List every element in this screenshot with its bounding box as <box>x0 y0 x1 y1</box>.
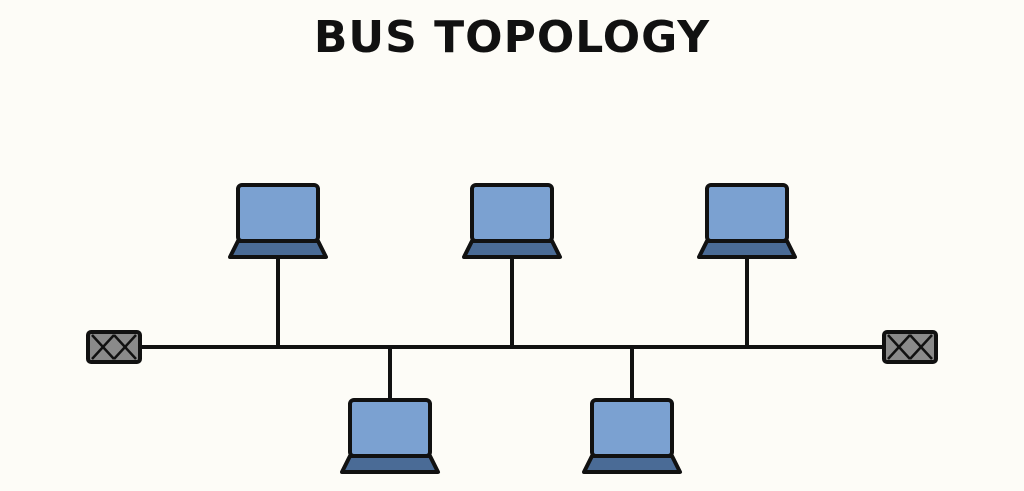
laptop-icon <box>582 398 682 474</box>
terminator-right <box>882 330 938 364</box>
laptop-icon <box>340 398 440 474</box>
terminator-left <box>86 330 142 364</box>
laptop-icon <box>462 183 562 259</box>
laptop-icon <box>228 183 328 259</box>
laptop-icon <box>697 183 797 259</box>
page-title: BUS TOPOLOGY <box>313 12 711 63</box>
